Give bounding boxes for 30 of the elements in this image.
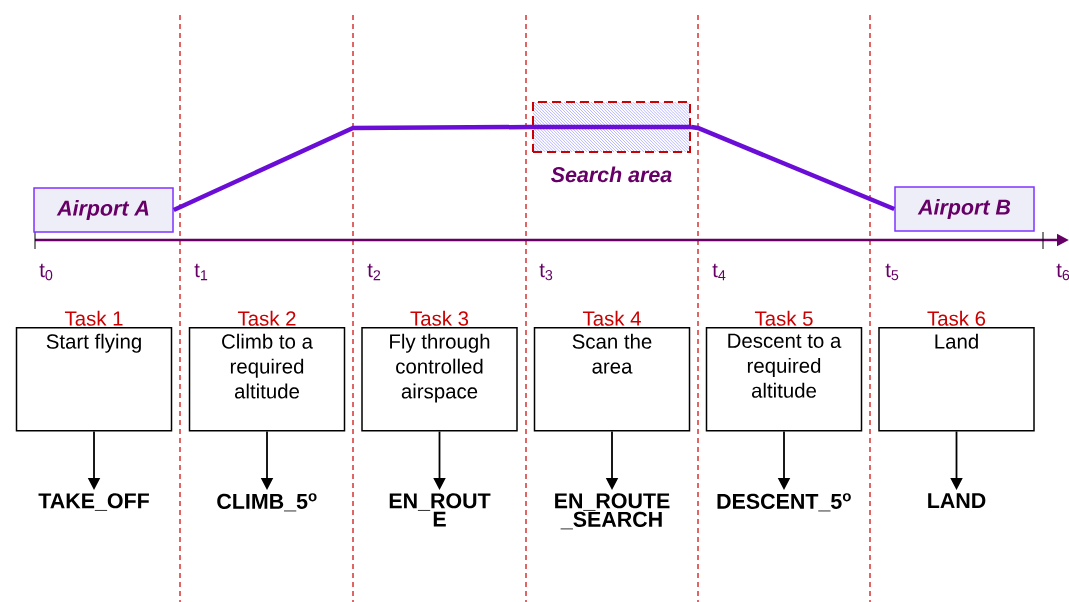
task-box: Climb to a required altitude [188,327,346,432]
task-heading: Task 6 [927,310,986,326]
task-heading: Task 3 [410,310,469,326]
flight-path [172,124,533,213]
maneuver-label: LAND [928,493,986,508]
maneuver-label: DESCENT_5$^{o}$ [717,493,851,512]
time-label: t$_{6}$ [1056,263,1069,281]
task-box: Fly through controlled airspace [361,327,518,432]
maneuver-label: CLIMB_5$^{o}$ [217,493,317,512]
airport-box: Airport A [33,187,174,233]
time-label: t$_{5}$ [885,263,899,281]
time-label: t$_{3}$ [539,263,553,281]
maneuver-label: TAKE_OFF [38,493,149,511]
task-box: Descent to a required altitude [705,327,863,432]
time-label: t$_{2}$ [367,263,381,281]
task-heading: Task 4 [582,310,641,326]
time-label: t$_{1}$ [194,263,208,281]
maneuver-label: EN_ROUTE _SEARCH [555,493,670,530]
task-box: Start flying [15,327,173,432]
task-heading: Task 5 [754,310,813,326]
time-label: t$_{0}$ [39,263,53,281]
task-heading: Task 2 [237,310,296,326]
airport-box: Airport B [894,186,1035,232]
task-box: Land [878,327,1035,432]
task-heading: Task 1 [64,310,123,326]
flight-path [690,124,896,212]
search-area-box: Search area [532,101,691,183]
maneuver-label: EN_ROUT E [389,493,491,527]
task-box: Scan the area [533,327,691,432]
time-label: t$_{4}$ [712,263,726,281]
